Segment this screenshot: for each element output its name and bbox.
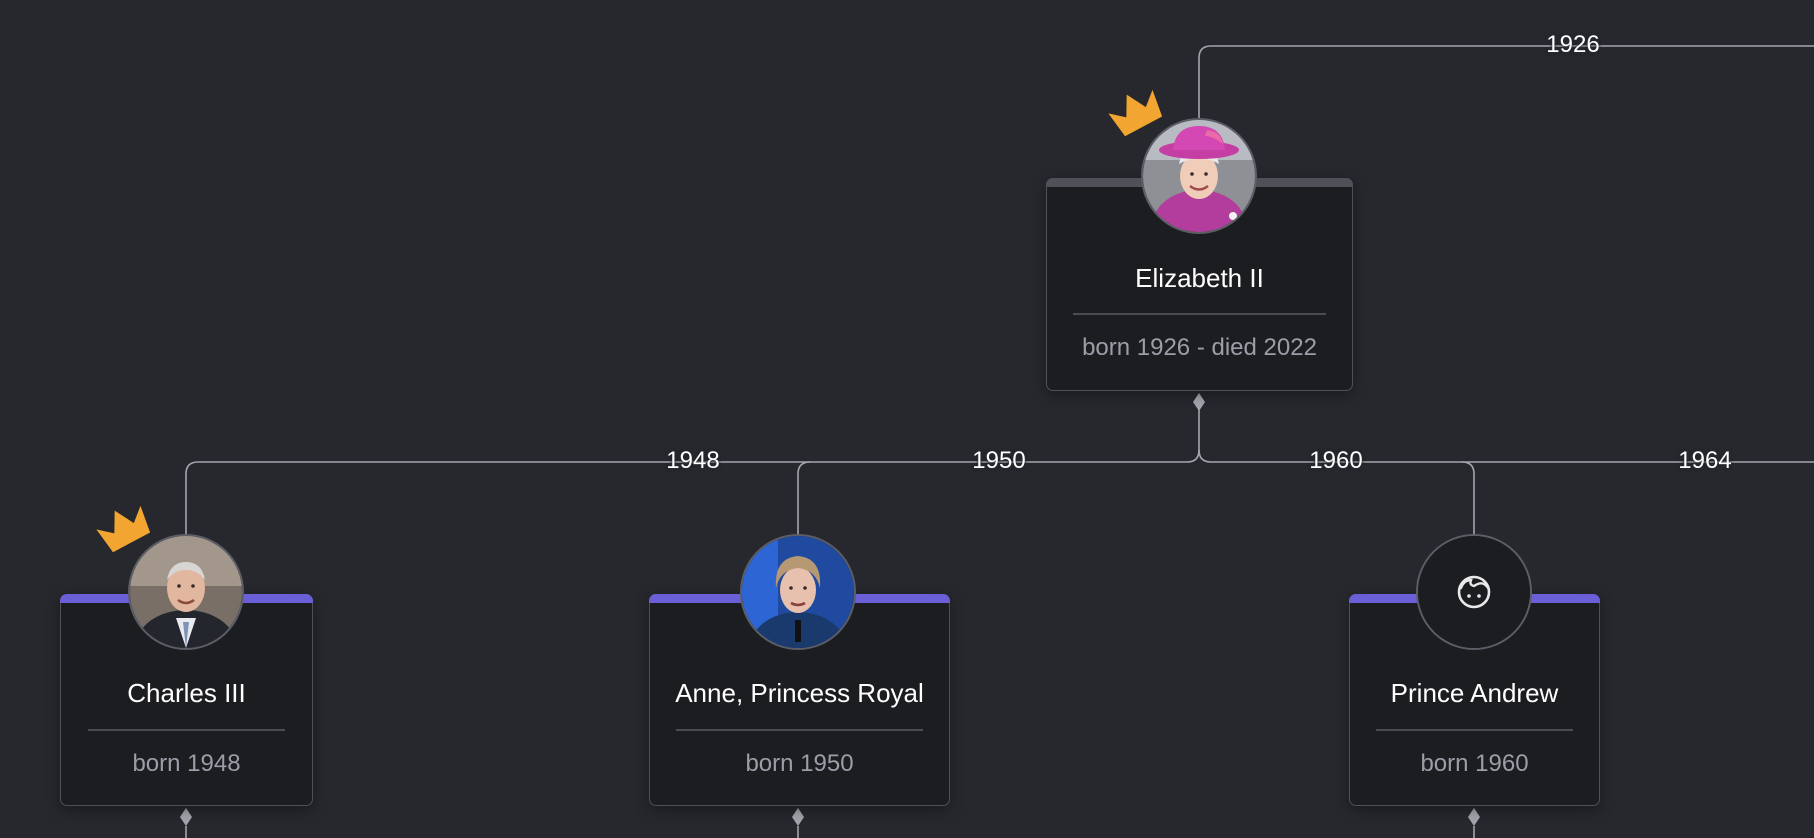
person-name: Anne, Princess Royal — [675, 678, 924, 708]
face-placeholder-icon — [1418, 536, 1530, 648]
edge-label-year: 1964 — [1678, 447, 1732, 474]
card-divider — [1073, 313, 1326, 315]
card-divider — [676, 729, 923, 731]
person-name: Charles III — [127, 678, 246, 708]
card-divider — [88, 729, 285, 731]
edge-label-year: 1948 — [666, 447, 720, 474]
person-name: Prince Andrew — [1390, 678, 1559, 708]
person-dates: born 1926 - died 2022 — [1082, 334, 1317, 361]
edge-elizabeth-children — [185, 400, 1200, 534]
card-divider — [1376, 729, 1573, 731]
avatar-charles-iii[interactable] — [128, 534, 244, 650]
edge-label-year: 1926 — [1546, 31, 1600, 58]
crown-icon — [1108, 89, 1163, 137]
edge-to-anne — [797, 461, 811, 534]
edge-right-branch — [1198, 449, 1814, 463]
person-name: Elizabeth II — [1135, 263, 1264, 293]
edge-label-year: 1960 — [1309, 447, 1363, 474]
connector-diamond-elizabeth — [1193, 393, 1205, 411]
avatar-elizabeth-ii[interactable] — [1141, 118, 1257, 234]
crown-icon — [96, 505, 151, 553]
avatar-prince-andrew[interactable] — [1416, 534, 1532, 650]
person-dates: born 1948 — [132, 750, 241, 777]
avatar-anne-princess-royal[interactable] — [740, 534, 856, 650]
edge-label-year: 1950 — [972, 447, 1026, 474]
anne-avatar-icon — [742, 536, 854, 648]
connector-diamond-anne — [792, 808, 804, 826]
connector-diamond-andrew — [1468, 808, 1480, 826]
person-dates: born 1950 — [745, 750, 854, 777]
connector-diamond-charles — [180, 808, 192, 826]
person-card-elizabeth-ii[interactable]: Elizabeth II born 1926 - died 2022 — [1046, 178, 1353, 391]
person-dates: born 1960 — [1420, 750, 1529, 777]
elizabeth-avatar-icon — [1143, 120, 1255, 232]
edge-elizabeth-parent — [1198, 45, 1814, 118]
edge-to-andrew — [1461, 461, 1475, 534]
